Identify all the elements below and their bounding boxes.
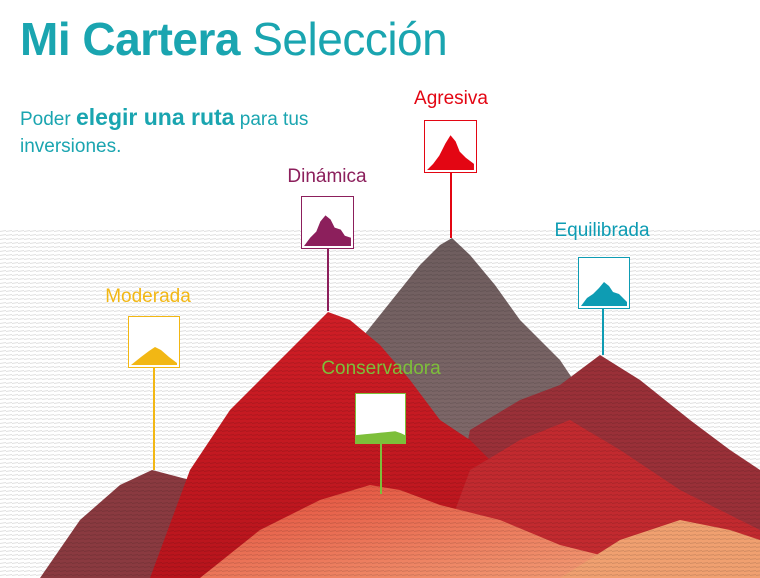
tall-mountain-icon[interactable] <box>424 120 477 173</box>
intro-after: para tus inversiones. <box>20 109 309 157</box>
stem-conservadora <box>380 444 382 494</box>
title-light: Selección <box>252 13 448 65</box>
label-dinamica[interactable]: Dinámica <box>287 166 367 187</box>
intro-strong: elegir una ruta <box>75 104 235 130</box>
title-bold: Mi Cartera <box>20 13 240 65</box>
flat-hill-icon[interactable] <box>355 393 406 444</box>
mountain-icon[interactable] <box>301 196 354 249</box>
label-moderada[interactable]: Moderada <box>105 286 191 307</box>
mountain-icon[interactable] <box>578 257 630 309</box>
stem-dinamica <box>327 249 329 311</box>
low-mountain-icon[interactable] <box>128 316 180 368</box>
stem-equilibrada <box>602 309 604 355</box>
label-equilibrada[interactable]: Equilibrada <box>554 220 650 241</box>
label-agresiva[interactable]: Agresiva <box>414 88 488 109</box>
stem-moderada <box>153 368 155 470</box>
page-title: Mi Cartera Selección <box>20 12 448 66</box>
label-conservadora[interactable]: Conservadora <box>321 358 441 379</box>
stem-agresiva <box>450 173 452 238</box>
intro-before: Poder <box>20 109 76 130</box>
intro-text: Poder elegir una ruta para tus inversion… <box>20 104 330 160</box>
